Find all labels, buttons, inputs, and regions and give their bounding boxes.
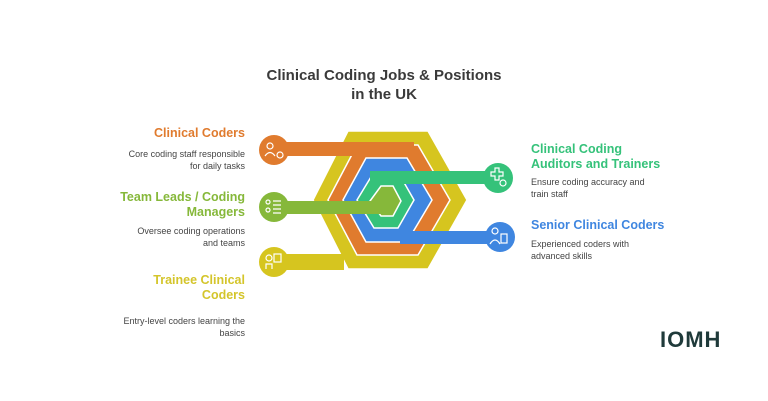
desc-line: Ensure coding accuracy and [531,177,645,187]
lime-connector [274,201,384,214]
desc-line: advanced skills [531,251,593,261]
title-line: Auditors and Trainers [531,157,661,171]
auditors-description: Ensure coding accuracy and train staff [531,176,701,200]
auditors-title: Clinical Coding Auditors and Trainers [531,142,701,172]
desc-line: and teams [202,238,245,248]
title-line-1: Clinical Coding Jobs & Positions [266,67,502,84]
team-leads-description: Oversee coding operations and teams [45,225,245,249]
senior-coder-icon [485,222,515,252]
desc-line: for daily tasks [189,161,245,171]
coder-icon [259,135,289,165]
title-line: Trainee Clinical [153,273,245,287]
team-list-icon [259,192,289,222]
senior-coders-title: Senior Clinical Coders [531,218,665,232]
clinical-coders-description: Core coding staff responsible for daily … [45,148,245,172]
senior-coders-description: Experienced coders with advanced skills [531,238,701,262]
blue-connector [400,231,500,244]
iomh-logo: IOMH [660,327,722,352]
yellow-connector [274,254,344,270]
title-line: Managers [186,205,245,219]
green-connector [370,171,498,184]
orange-connector [274,142,414,156]
page-title: Clinical Coding Jobs & Positions in the … [0,66,768,104]
desc-line: Experienced coders with [531,239,630,249]
trainee-title: Trainee Clinical Coders [45,273,245,303]
clinical-coders-title: Clinical Coders [154,126,245,140]
desc-line: Core coding staff responsible [128,149,245,159]
team-leads-title: Team Leads / Coding Managers [45,190,245,220]
title-line: Coders [201,288,245,302]
icon-circles [259,135,515,277]
desc-line: train staff [531,189,568,199]
title-line: Team Leads / Coding [120,190,245,204]
desc-line: Entry-level coders learning the [123,316,245,326]
title-line-2: in the UK [351,86,417,103]
desc-line: Oversee coding operations [137,226,245,236]
trainee-description: Entry-level coders learning the basics [45,315,245,339]
desc-line: basics [219,328,245,338]
title-line: Clinical Coding [531,142,622,156]
